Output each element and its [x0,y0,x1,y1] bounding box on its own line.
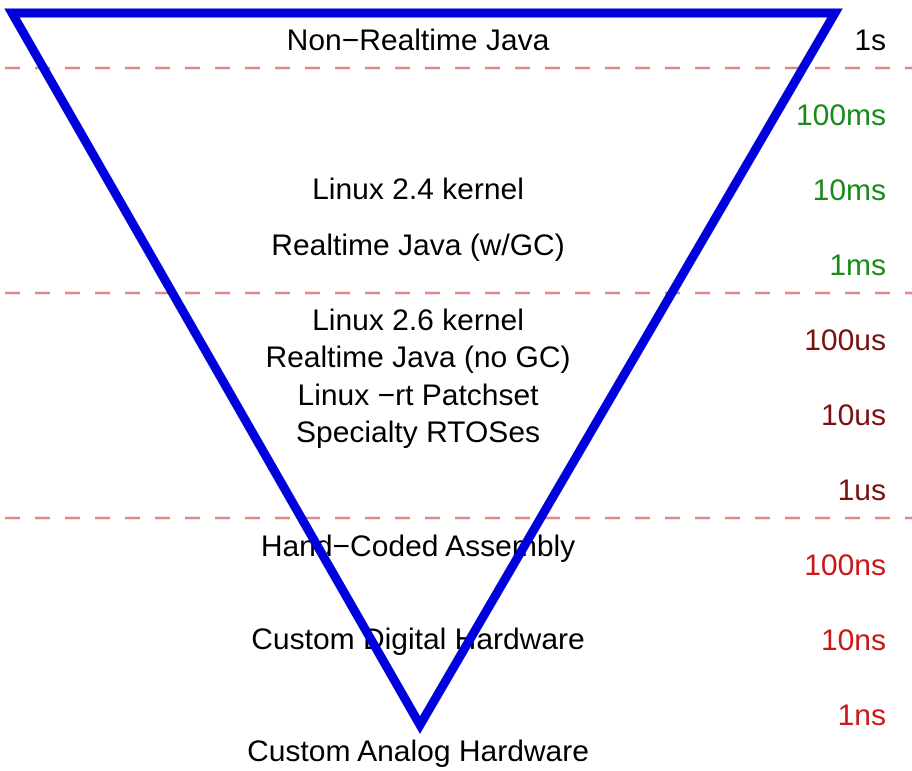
technology-label: Linux 2.4 kernel [312,173,524,206]
timescale-label: 100us [804,324,886,357]
technology-label: Linux 2.6 kernel [312,304,524,337]
timescale-label: 10us [821,399,886,432]
timescale-label: 10ms [813,174,886,207]
technology-label: Realtime Java (no GC) [265,341,570,374]
technology-label: Custom Digital Hardware [251,623,584,656]
technology-label: Linux −rt Patchset [298,379,540,412]
technology-label: Custom Analog Hardware [247,735,589,768]
timescale-labels: 1s 100ms 10ms 1ms 100us 10us 1us 100ns 10ns 1ns [796,24,886,732]
timescale-label: 100ns [804,549,886,582]
timescale-label: 1s [854,24,886,57]
timescale-label: 1ms [829,249,886,282]
timescale-label: 10ns [821,624,886,657]
timescale-label: 1us [838,474,886,507]
technology-label: Realtime Java (w/GC) [271,229,564,262]
timescale-label: 1ns [838,699,886,732]
timescale-label: 100ms [796,99,886,132]
technology-label: Non−Realtime Java [287,24,550,57]
decade-dividers [5,66,912,520]
technology-label: Specialty RTOSes [296,416,540,449]
inverted-triangle [4,8,843,734]
